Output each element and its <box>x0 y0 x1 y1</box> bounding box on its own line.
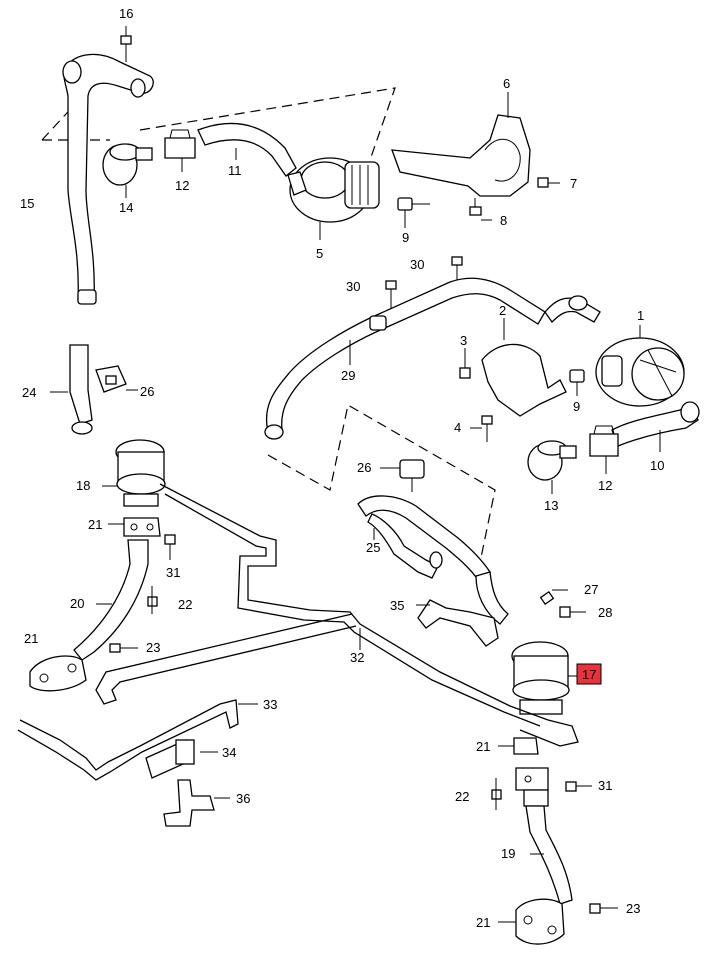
flange-21-d <box>498 898 565 945</box>
air-pump-5 <box>287 157 380 240</box>
callout-21-c: 21 <box>476 739 490 754</box>
callout-25: 25 <box>366 540 380 555</box>
callout-16: 16 <box>119 6 133 21</box>
callout-12-lower: 12 <box>598 478 612 493</box>
hose-11 <box>197 122 297 177</box>
callout-31-b: 31 <box>598 778 612 793</box>
callout-6: 6 <box>503 76 510 91</box>
valve-17 <box>511 641 580 715</box>
callout-20: 20 <box>70 596 84 611</box>
callout-labels: 16 15 14 12 11 5 6 7 8 9 30 30 1 2 3 29 … <box>20 6 664 930</box>
gasket-21-a <box>108 517 161 537</box>
hose-15 <box>62 53 154 305</box>
bolt-31-a <box>164 534 176 560</box>
callout-26-mid: 26 <box>357 460 371 475</box>
callout-22-b: 22 <box>455 789 469 804</box>
bolt-28 <box>559 606 586 618</box>
callout-11: 11 <box>228 163 242 178</box>
pipe-20 <box>73 539 149 661</box>
callout-21-d: 21 <box>476 915 490 930</box>
pipe-32 <box>95 483 579 747</box>
callout-4: 4 <box>454 420 461 435</box>
clamp-12-lower <box>589 425 619 474</box>
nut-3 <box>459 348 471 379</box>
connector-24-hose <box>50 344 93 435</box>
callout-23-a: 23 <box>146 640 160 655</box>
callout-5: 5 <box>316 246 323 261</box>
callout-35: 35 <box>390 598 404 613</box>
callout-19: 19 <box>501 846 515 861</box>
flange-block-right <box>515 767 549 807</box>
callout-14: 14 <box>119 200 133 215</box>
callout-8: 8 <box>500 213 507 228</box>
callout-1: 1 <box>637 308 644 323</box>
hose-upper-to-pump-1 <box>544 295 601 324</box>
callout-18: 18 <box>76 478 90 493</box>
callout-12-top: 12 <box>175 178 189 193</box>
callout-31-a: 31 <box>166 565 180 580</box>
bolt-27 <box>539 589 568 606</box>
callout-30-a: 30 <box>410 257 424 272</box>
bolt-4 <box>470 415 493 442</box>
bracket-6 <box>391 92 531 197</box>
valve-18 <box>102 439 166 507</box>
bolt-8 <box>469 198 492 221</box>
hose-10 <box>611 401 700 452</box>
callout-9-mid: 9 <box>573 399 580 414</box>
hose-25 <box>357 495 491 581</box>
air-pump-1 <box>595 325 685 407</box>
valve-34 <box>145 739 218 779</box>
callout-21-b: 21 <box>24 631 38 646</box>
callout-33: 33 <box>263 697 277 712</box>
callout-22-a: 22 <box>178 597 192 612</box>
callout-27: 27 <box>584 582 598 597</box>
callout-28: 28 <box>598 605 612 620</box>
callout-10: 10 <box>650 458 664 473</box>
valve-14 <box>102 143 153 198</box>
nut-7 <box>537 177 560 188</box>
pipe-19 <box>525 805 573 905</box>
connector-9-top <box>397 197 430 228</box>
callout-2: 2 <box>499 303 506 318</box>
callout-23-b: 23 <box>626 901 640 916</box>
bolt-16 <box>120 26 132 62</box>
dashed-group-outline-top <box>41 74 396 161</box>
connector-9-mid <box>569 369 585 396</box>
bolt-31-b <box>565 781 592 792</box>
sensor-26-left <box>95 365 138 393</box>
callout-3: 3 <box>460 333 467 348</box>
callout-34: 34 <box>222 745 236 760</box>
dashed-group-outline-mid <box>267 404 496 573</box>
bracket-35 <box>416 599 499 647</box>
flange-21-b <box>29 655 87 692</box>
bracket-2 <box>481 318 567 417</box>
hose-to-valve-17 <box>475 571 509 625</box>
sensor-26-mid <box>380 459 425 492</box>
callout-17-highlight: 17 <box>576 663 602 685</box>
pipe-33 <box>17 699 258 781</box>
gasket-21-c <box>498 737 539 755</box>
valve-13 <box>527 440 577 494</box>
callout-32: 32 <box>350 650 364 665</box>
callout-26-left: 26 <box>140 384 154 399</box>
bolt-23-a <box>109 643 138 653</box>
callout-15: 15 <box>20 196 34 211</box>
callout-13: 13 <box>544 498 558 513</box>
callout-30-b: 30 <box>346 279 360 294</box>
callout-21-a: 21 <box>88 517 102 532</box>
clamp-12-top <box>164 129 196 172</box>
callout-7: 7 <box>570 176 577 191</box>
bolt-22-b <box>491 778 502 810</box>
callout-29: 29 <box>341 368 355 383</box>
callout-17: 17 <box>582 667 596 682</box>
callout-9-top: 9 <box>402 230 409 245</box>
bolt-22-a <box>147 586 158 614</box>
bolt-23-b <box>589 903 618 914</box>
callout-36: 36 <box>236 791 250 806</box>
callout-24: 24 <box>22 385 36 400</box>
bracket-36 <box>163 779 230 827</box>
